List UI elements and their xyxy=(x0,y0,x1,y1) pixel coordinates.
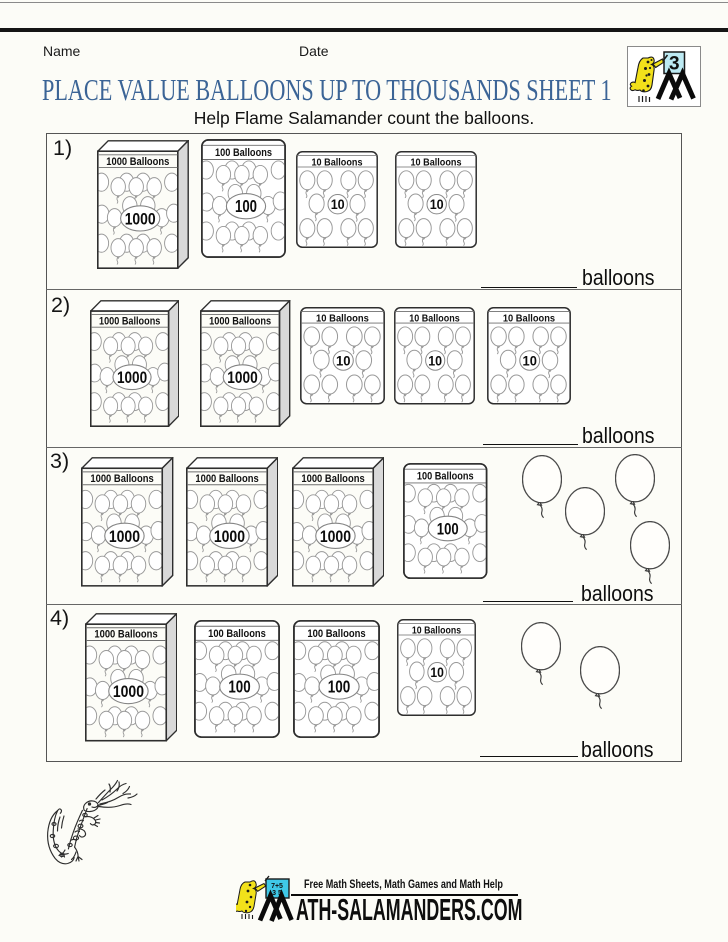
svg-text:3: 3 xyxy=(669,53,680,74)
svg-text:3 5: 3 5 xyxy=(272,890,282,897)
svg-text:7+5: 7+5 xyxy=(271,883,283,890)
